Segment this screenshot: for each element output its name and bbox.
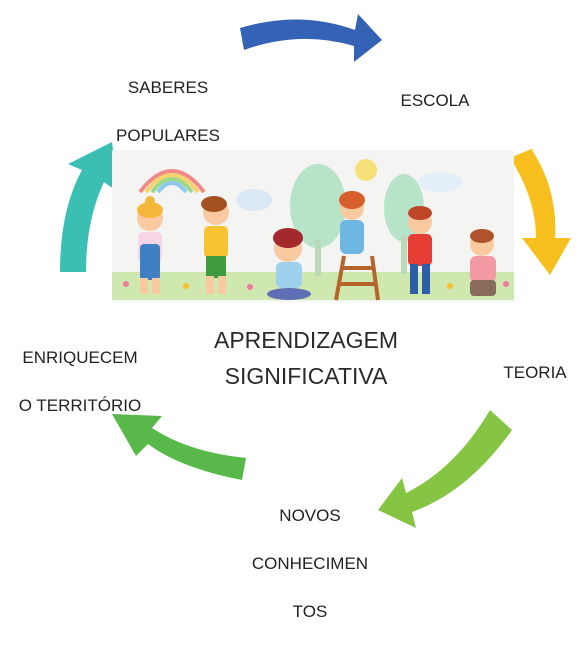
child-girl-sitting [267,228,311,300]
child-boy-yellow-shirt [201,196,229,294]
cloud-left [236,189,272,211]
child-girl-on-ladder [334,191,380,301]
arrow-saberes-to-escola [240,14,382,62]
tree-left-trunk [315,240,321,276]
node-teoria-line-1: TEORIA [503,363,567,382]
sun-disc [355,159,377,181]
child-boy-red-shirt [408,206,432,294]
node-escola-line-1: ESCOLA [400,91,470,110]
center-title-line-2: SIGNIFICATIVA [224,363,388,389]
node-escola: ESCOLA [380,65,490,137]
rainbow-blue [156,181,188,194]
node-saberes-line-1: SABERES [127,78,209,97]
cycle-arrows [60,14,571,528]
cloud-right [418,172,462,192]
grass-strip [112,272,514,300]
node-novos-line-1: NOVOS [279,506,341,525]
node-saberes-line-2: POPULARES [116,126,220,145]
child-boy-pink-shirt [470,229,496,296]
node-enriquecem-line-1: ENRIQUECEM [22,348,138,367]
rainbow [138,169,206,194]
node-teoria: TEORIA [490,337,580,409]
tree-left-crown [290,164,346,248]
flowers [123,281,509,290]
ladder [334,255,380,301]
node-saberes-populares: SABERES POPULARES [98,52,238,172]
child-girl-overalls [137,196,163,294]
center-title: APRENDIZAGEM SIGNIFICATIVA [168,322,444,394]
rainbow-red [138,169,206,194]
node-novos-conhecimentos: NOVOS CONHECIMEN TOS [234,480,386,648]
center-title-line-1: APRENDIZAGEM [213,327,399,353]
node-enriquecem-o-territorio: ENRIQUECEM O TERRITÓRIO [4,322,156,442]
arrow-teoria-to-novos [378,410,512,528]
sun-icon [355,159,377,181]
node-novos-line-2: CONHECIMEN [251,554,369,573]
arrow-novos-to-enriquecem [112,414,246,480]
node-enriquecem-line-2: O TERRITÓRIO [18,396,142,415]
node-novos-line-3: TOS [292,602,328,621]
tree-right-trunk [401,236,407,274]
rainbow-yellow [144,173,200,194]
arrow-escola-to-teoria [510,148,571,275]
children-painting-illustration [112,150,514,302]
rainbow-green [150,177,194,194]
arrow-enriquecem-to-saberes [60,142,118,272]
